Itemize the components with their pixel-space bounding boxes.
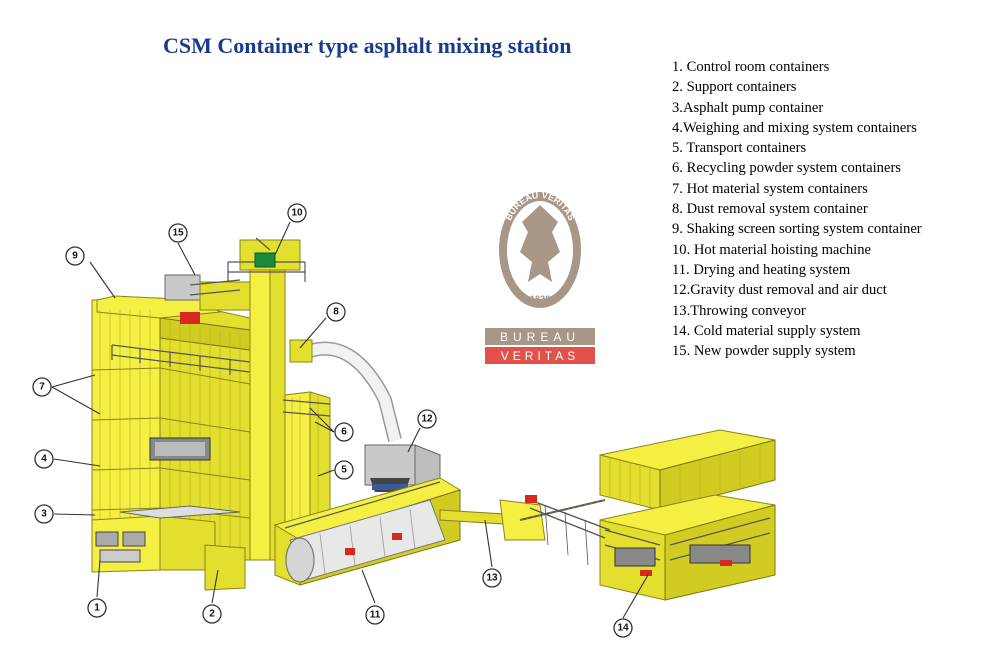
legend-item-6: 6. Recycling powder system containers <box>672 160 901 177</box>
legend-item-9: 9. Shaking screen sorting system contain… <box>672 221 922 238</box>
callout-3: 3 <box>34 504 54 524</box>
bureau-veritas-logo: BUREAU VERITAS 1828 BUREAU VERITAS <box>485 190 595 364</box>
recycling-and-transport-containers <box>282 391 331 531</box>
legend-item-12: 12.Gravity dust removal and air duct <box>672 282 887 299</box>
callout-4: 4 <box>34 449 54 469</box>
callout-12: 12 <box>417 409 437 429</box>
legend-list: 1. Control room containers 2. Support co… <box>672 57 922 361</box>
legend-item-13: 13.Throwing conveyor <box>672 302 806 319</box>
svg-text:5: 5 <box>341 465 347 476</box>
callout-15: 15 <box>168 223 188 243</box>
legend-item-1: 1. Control room containers <box>672 59 830 75</box>
leader-lines <box>51 221 649 619</box>
legend-item-7: 7. Hot material system containers <box>672 180 868 197</box>
legend-item-2: 2. Support containers <box>672 79 797 96</box>
svg-text:12: 12 <box>421 414 433 425</box>
callout-11: 11 <box>365 605 385 625</box>
callout-5: 5 <box>334 460 354 480</box>
dust-duct <box>289 339 441 492</box>
legend-item-4: 4.Weighing and mixing system containers <box>672 119 917 136</box>
callout-10: 10 <box>287 203 307 223</box>
callout-6: 6 <box>334 422 354 442</box>
main-tower <box>91 274 256 591</box>
legend-item-3: 3.Asphalt pump container <box>672 99 824 116</box>
throwing-conveyor <box>439 499 606 541</box>
svg-text:15: 15 <box>172 228 184 239</box>
bv-bar-top <box>485 328 595 345</box>
svg-text:10: 10 <box>291 208 303 219</box>
bv-seal-year: 1828 <box>530 294 550 304</box>
svg-text:13: 13 <box>486 573 498 584</box>
page-title: CSM Container type asphalt mixing statio… <box>163 33 572 58</box>
legend-item-5: 5. Transport containers <box>672 140 807 157</box>
bv-seal-figure <box>520 205 560 282</box>
callout-13: 13 <box>482 568 502 588</box>
svg-text:2: 2 <box>209 609 215 620</box>
legend-item-11: 11. Drying and heating system <box>672 261 851 278</box>
legend-item-10: 10. Hot material hoisting machine <box>672 241 871 258</box>
callout-7: 7 <box>32 377 52 397</box>
svg-text:8: 8 <box>333 307 339 318</box>
svg-text:7: 7 <box>39 382 45 393</box>
svg-text:6: 6 <box>341 427 347 438</box>
legend-item-14: 14. Cold material supply system <box>672 322 861 339</box>
svg-text:11: 11 <box>370 610 381 621</box>
bv-bar-bottom-text: VERITAS <box>501 349 579 363</box>
svg-text:14: 14 <box>617 623 629 634</box>
svg-text:1: 1 <box>94 603 100 614</box>
cold-material-supply <box>525 429 776 601</box>
bv-bar-bottom <box>485 347 595 364</box>
svg-text:9: 9 <box>72 251 78 262</box>
hoisting-machine <box>227 237 306 561</box>
callout-9: 9 <box>65 246 85 266</box>
callout-1: 1 <box>87 598 107 618</box>
drying-drum <box>273 477 462 586</box>
callout-8: 8 <box>326 302 346 322</box>
svg-text:3: 3 <box>41 509 47 520</box>
svg-text:4: 4 <box>41 454 47 465</box>
callout-14: 14 <box>613 618 633 638</box>
bv-bar-top-text: BUREAU <box>500 330 580 344</box>
callout-2: 2 <box>202 604 222 624</box>
legend-item-15: 15. New powder supply system <box>672 343 856 360</box>
legend-item-8: 8. Dust removal system container <box>672 201 868 218</box>
